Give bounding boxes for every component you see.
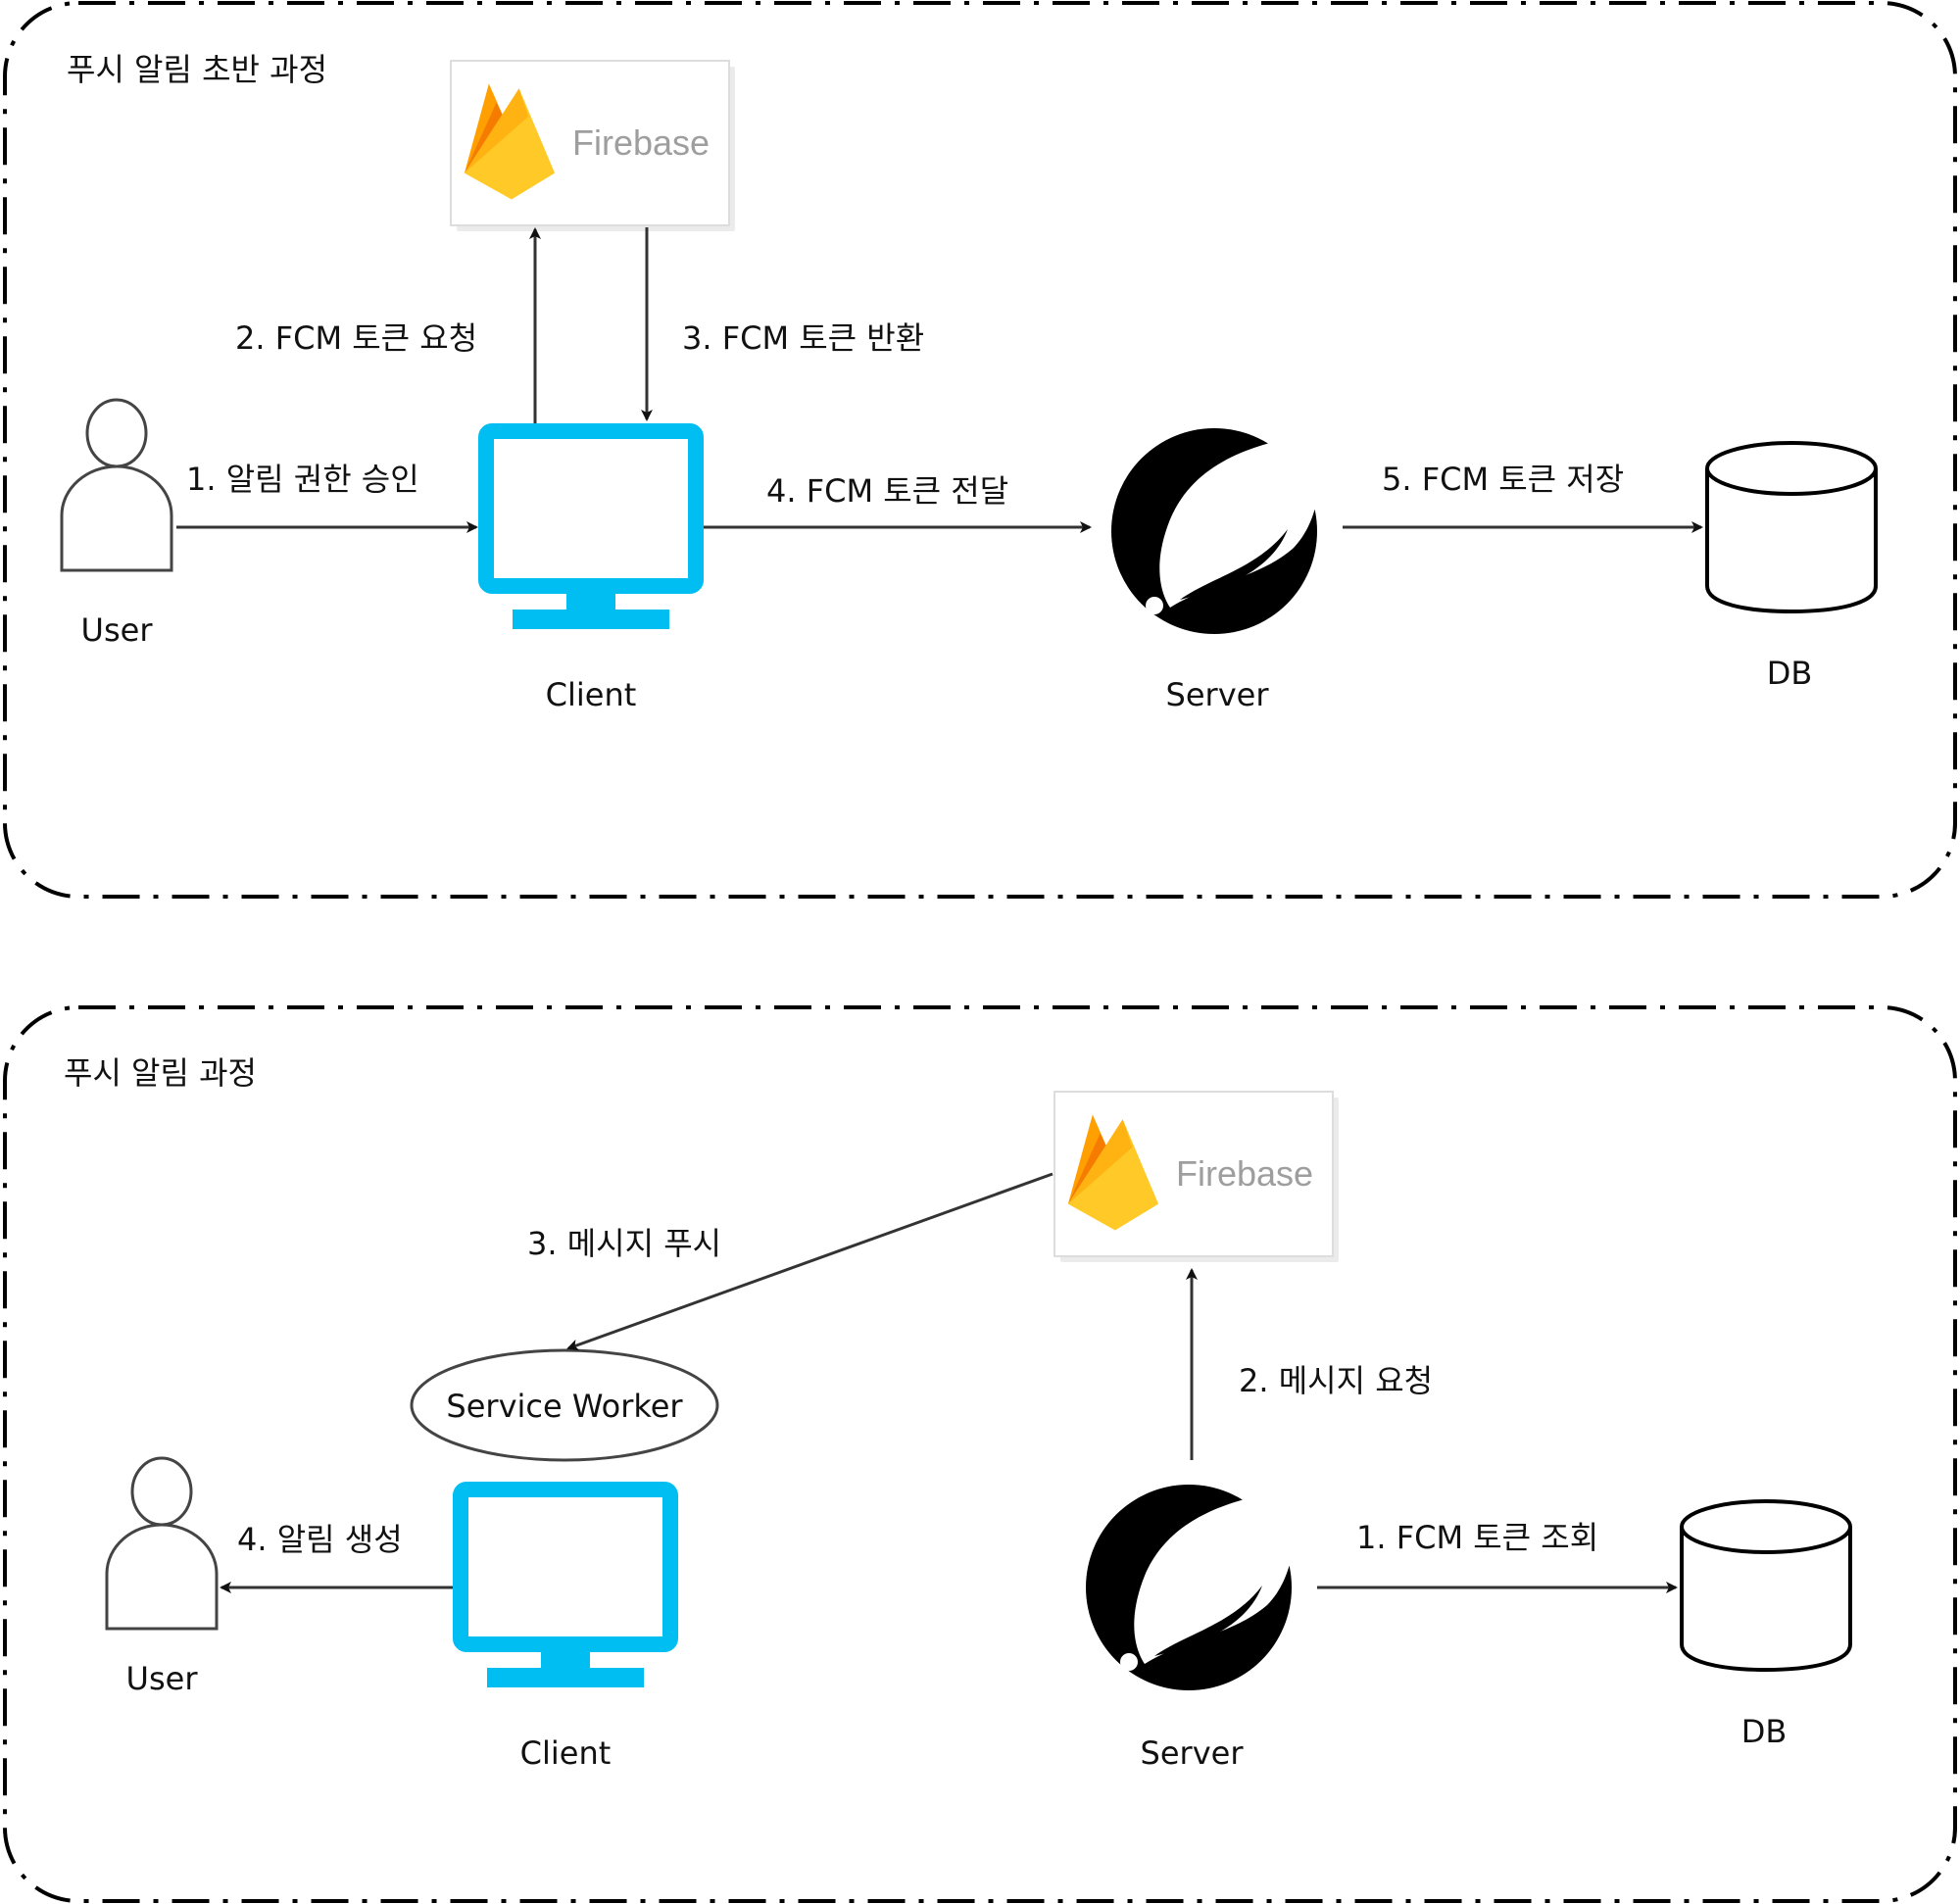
db-label: DB <box>1741 1713 1788 1750</box>
db-node[interactable]: DB <box>1680 1499 1852 1750</box>
server-node[interactable]: Server <box>1086 1485 1297 1772</box>
client-node[interactable]: Client <box>461 1489 670 1772</box>
server-label: Server <box>1141 1734 1245 1772</box>
service-worker-node[interactable]: Service Worker <box>410 1348 719 1462</box>
step-label: 5. FCM 토큰 저장 <box>1382 461 1624 498</box>
panel-push: 푸시 알림 과정 Firebase Service Worker User Cl… <box>3 1005 1957 1903</box>
panel-title: 푸시 알림 과정 <box>64 1054 257 1092</box>
step-label: 1. 알림 권한 승인 <box>186 461 419 498</box>
user-node[interactable]: User <box>60 398 173 649</box>
person-icon <box>60 398 173 572</box>
db-label: DB <box>1767 655 1813 692</box>
panel-initial: 푸시 알림 초반 과정 Firebase User Client Server … <box>3 1 1957 899</box>
database-icon <box>1680 1499 1852 1672</box>
service-worker-label: Service Worker <box>446 1388 683 1425</box>
step-label: 2. 메시지 요청 <box>1239 1362 1433 1399</box>
user-label: User <box>126 1660 199 1697</box>
step-label: 4. FCM 토큰 전달 <box>766 472 1008 510</box>
monitor-icon <box>486 431 696 629</box>
panel-frame <box>3 1 1957 899</box>
client-label: Client <box>546 676 637 713</box>
client-node[interactable]: Client <box>486 431 696 713</box>
server-node[interactable]: Server <box>1111 428 1322 713</box>
step-label: 4. 알림 생성 <box>237 1521 403 1558</box>
firebase-node[interactable]: Firebase <box>450 60 735 231</box>
firebase-label: Firebase <box>1176 1153 1313 1194</box>
firebase-node[interactable]: Firebase <box>1054 1091 1339 1262</box>
step-label: 3. FCM 토큰 반환 <box>682 319 924 357</box>
arrow-firebase-to-service-worker <box>566 1172 1054 1351</box>
step-label: 2. FCM 토큰 요청 <box>235 319 477 357</box>
panel-title: 푸시 알림 초반 과정 <box>67 51 327 88</box>
panel-frame <box>3 1005 1957 1903</box>
monitor-icon <box>461 1489 670 1687</box>
firebase-label: Firebase <box>572 122 710 163</box>
step-label: 1. FCM 토큰 조회 <box>1356 1519 1598 1556</box>
server-label: Server <box>1166 676 1270 713</box>
spring-logo-icon <box>1086 1485 1297 1690</box>
database-icon <box>1705 441 1878 613</box>
spring-logo-icon <box>1111 428 1322 634</box>
user-node[interactable]: User <box>105 1456 219 1697</box>
step-label: 3. 메시지 푸시 <box>527 1225 721 1262</box>
person-icon <box>105 1456 219 1631</box>
db-node[interactable]: DB <box>1705 441 1878 692</box>
user-label: User <box>81 611 154 649</box>
client-label: Client <box>520 1734 612 1772</box>
